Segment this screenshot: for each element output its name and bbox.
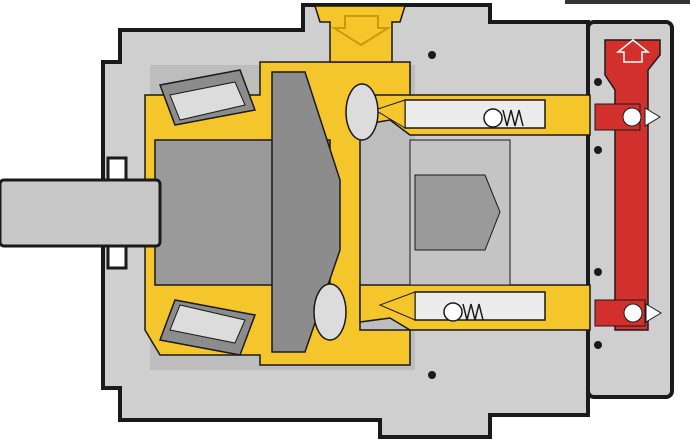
lower-piston-tip [378,291,416,321]
drive-shaft [0,178,162,248]
inlet-port [313,5,407,63]
upper-piston [404,99,546,129]
valve-cone [645,303,662,323]
shaft-seal-icon [106,156,128,182]
spring-icon [502,109,524,127]
lower-bearing-roller [169,304,246,344]
arrow-up-icon [615,39,651,63]
shaft-seal-icon [106,244,128,270]
swashplate [271,71,341,353]
check-ball-icon [443,302,463,322]
upper-bearing-roller [169,81,246,121]
upper-piston-tip [373,99,406,129]
o-rings [428,51,602,379]
check-ball-icon [483,108,503,128]
cropped-caption [565,0,690,4]
shaft-tip [414,174,501,251]
arrow-down-icon [330,15,392,47]
check-ball-icon [623,303,643,323]
check-ball-icon [622,107,642,127]
lower-slipper [313,283,347,341]
upper-slipper [345,83,379,141]
spring-icon [462,303,484,321]
valve-cone [644,107,661,127]
